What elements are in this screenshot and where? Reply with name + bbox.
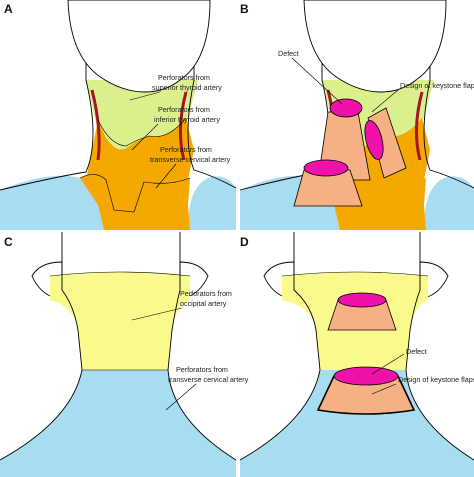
blue-zone-d bbox=[240, 370, 474, 477]
label-defect-b: Defect bbox=[278, 49, 299, 58]
keystone-flap-d2 bbox=[316, 375, 416, 415]
blue-zone-b-right bbox=[422, 176, 474, 230]
label-superior-2: superior thyroid artery bbox=[152, 83, 222, 92]
leader-inferior bbox=[131, 123, 159, 151]
neck-outline-a bbox=[0, 0, 94, 191]
neck-outline-c-right bbox=[167, 232, 237, 461]
leader-defect-d bbox=[371, 353, 405, 375]
panel-letter-a: A bbox=[4, 2, 13, 16]
yellow-top-c bbox=[49, 271, 191, 277]
neck-outline-c bbox=[0, 232, 83, 461]
inferior-thyroid-zone-a bbox=[86, 118, 194, 215]
occipital-zone-c bbox=[50, 272, 190, 370]
defect-b2 bbox=[364, 120, 384, 160]
label-inferior-2: inferior thyroid artery bbox=[154, 115, 220, 124]
panel-b: B Defect Design of keystone flaps bbox=[239, 0, 474, 230]
head-b bbox=[303, 0, 447, 93]
artery-a-right bbox=[178, 91, 188, 161]
orange-center-a bbox=[80, 174, 190, 230]
artery-a-left bbox=[90, 89, 101, 161]
yellow-top-d bbox=[281, 271, 429, 277]
label-transverse-1: Perforators from bbox=[160, 145, 212, 154]
artery-b-right bbox=[414, 91, 424, 161]
defect-d1 bbox=[337, 292, 387, 308]
panel-d: D Defect Design of keystone flaps bbox=[239, 232, 474, 477]
defect-d2 bbox=[333, 366, 399, 386]
leader-transverse-a bbox=[155, 163, 177, 189]
panel-letter-d: D bbox=[240, 235, 249, 249]
panel-letter-c: C bbox=[4, 235, 13, 249]
label-occipital-1: Perforators from bbox=[180, 289, 232, 298]
head-a bbox=[67, 0, 211, 93]
neck-outline-a-right bbox=[187, 0, 237, 189]
label-transverse-c-2: transverse cervical artery bbox=[168, 375, 249, 384]
leader-transverse-c bbox=[165, 383, 197, 411]
transverse-cervical-zone-a-right bbox=[186, 176, 236, 230]
label-inferior-1: Perforators from bbox=[158, 105, 210, 114]
leader-keystone-b bbox=[371, 89, 399, 113]
defect-b3 bbox=[303, 159, 349, 177]
label-defect-d: Defect bbox=[406, 347, 427, 356]
transverse-cervical-zone-a-left bbox=[0, 175, 104, 230]
zone-line-a2 bbox=[79, 174, 191, 213]
panel-a: A Perforators from superior thyroid arte… bbox=[0, 0, 237, 230]
panel-letter-b: B bbox=[240, 2, 249, 16]
defect-b1 bbox=[329, 98, 363, 118]
leader-defect-b bbox=[291, 57, 343, 105]
leader-keystone-d bbox=[371, 383, 397, 395]
label-keystone-b: Design of keystone flaps bbox=[400, 81, 474, 90]
label-transverse-c-1: Perforators from bbox=[176, 365, 228, 374]
label-keystone-d: Design of keystone flaps bbox=[398, 375, 474, 384]
label-transverse-2: transverse cervical artery bbox=[150, 155, 231, 164]
transverse-cervical-zone-c bbox=[0, 370, 236, 477]
panel-c: C Perforators from occipital artery Perf… bbox=[0, 232, 249, 477]
zone-line-a1 bbox=[97, 117, 187, 147]
neck-outline-d bbox=[239, 232, 321, 461]
label-occipital-2: occipital artery bbox=[180, 299, 227, 308]
neck-outline-d-right bbox=[405, 232, 474, 461]
leader-occipital bbox=[131, 307, 183, 321]
neck-outline-b-right bbox=[423, 0, 474, 189]
leader-superior bbox=[129, 91, 161, 101]
label-superior-1: Perforators from bbox=[158, 73, 210, 82]
